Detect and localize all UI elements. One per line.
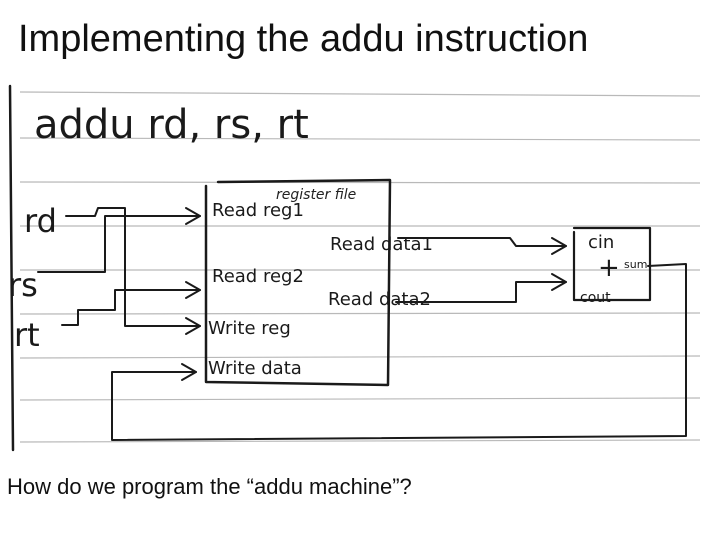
- input-label-rt: rt: [14, 316, 40, 354]
- port-write-data: Write data: [208, 358, 302, 379]
- arrow-read-reg1: [185, 207, 201, 225]
- wire-rt-to-read-reg2: [61, 289, 201, 326]
- slide-title: Implementing the addu instruction: [18, 18, 589, 60]
- register-file-caption: register file: [276, 187, 356, 203]
- instruction-text: addu rd, rs, rt: [34, 102, 309, 148]
- arrow-adder-b: [551, 273, 567, 291]
- port-read-data2: Read data2: [328, 289, 431, 310]
- adder-sum-label: sum: [624, 258, 647, 271]
- wire-rs-to-read-reg1: [37, 215, 201, 273]
- wire-read-data2-to-adder: [395, 281, 567, 303]
- arrow-write-reg: [185, 317, 201, 335]
- wire-read-data1-to-adder: [397, 237, 567, 247]
- port-read-data1: Read data1: [330, 234, 433, 255]
- adder-carry-out-label: cout: [580, 290, 611, 306]
- paper-margin-line: [8, 84, 15, 452]
- wire-sum-to-write-data: [111, 263, 687, 441]
- output-wires: [395, 237, 567, 303]
- input-wires: [37, 207, 201, 335]
- port-write-reg: Write reg: [208, 318, 291, 339]
- paper-rule-lines: [8, 84, 701, 452]
- arrow-write-data: [181, 363, 197, 381]
- input-label-rs: rs: [8, 266, 38, 304]
- arrow-adder-a: [551, 237, 567, 255]
- input-label-rd: rd: [24, 202, 57, 240]
- port-read-reg1: Read reg1: [212, 200, 304, 221]
- adder-carry-in-label: cin: [588, 232, 614, 253]
- port-read-reg2: Read reg2: [212, 266, 304, 287]
- adder-box: [572, 226, 652, 302]
- arrow-read-reg2: [185, 281, 201, 299]
- question-text: How do we program the “addu machine”?: [7, 474, 412, 499]
- wire-rd-to-write-reg: [65, 207, 201, 327]
- adder-plus-sign: +: [598, 253, 620, 283]
- register-file-box: [204, 178, 392, 387]
